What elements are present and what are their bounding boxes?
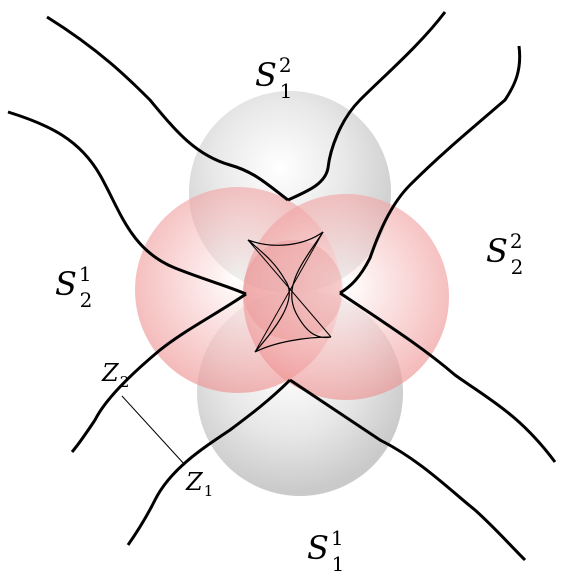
curve-right-upper (339, 45, 522, 295)
z-segment (121, 395, 186, 466)
label-z1: Z1 (185, 468, 213, 500)
curve-top-left (46, 15, 289, 202)
label-z2: Z2 (101, 359, 129, 391)
curve-left-upper (7, 110, 247, 296)
sphere-center (243, 240, 343, 340)
curve-bottom-right (289, 378, 527, 562)
curve-left-lower (70, 292, 247, 453)
curve-top-right (287, 11, 447, 202)
curve-bottom-left (126, 378, 292, 546)
caustic-diagonal (247, 239, 332, 338)
caustic-diagonal-2 (254, 231, 324, 353)
curve-right-lower (339, 291, 557, 463)
